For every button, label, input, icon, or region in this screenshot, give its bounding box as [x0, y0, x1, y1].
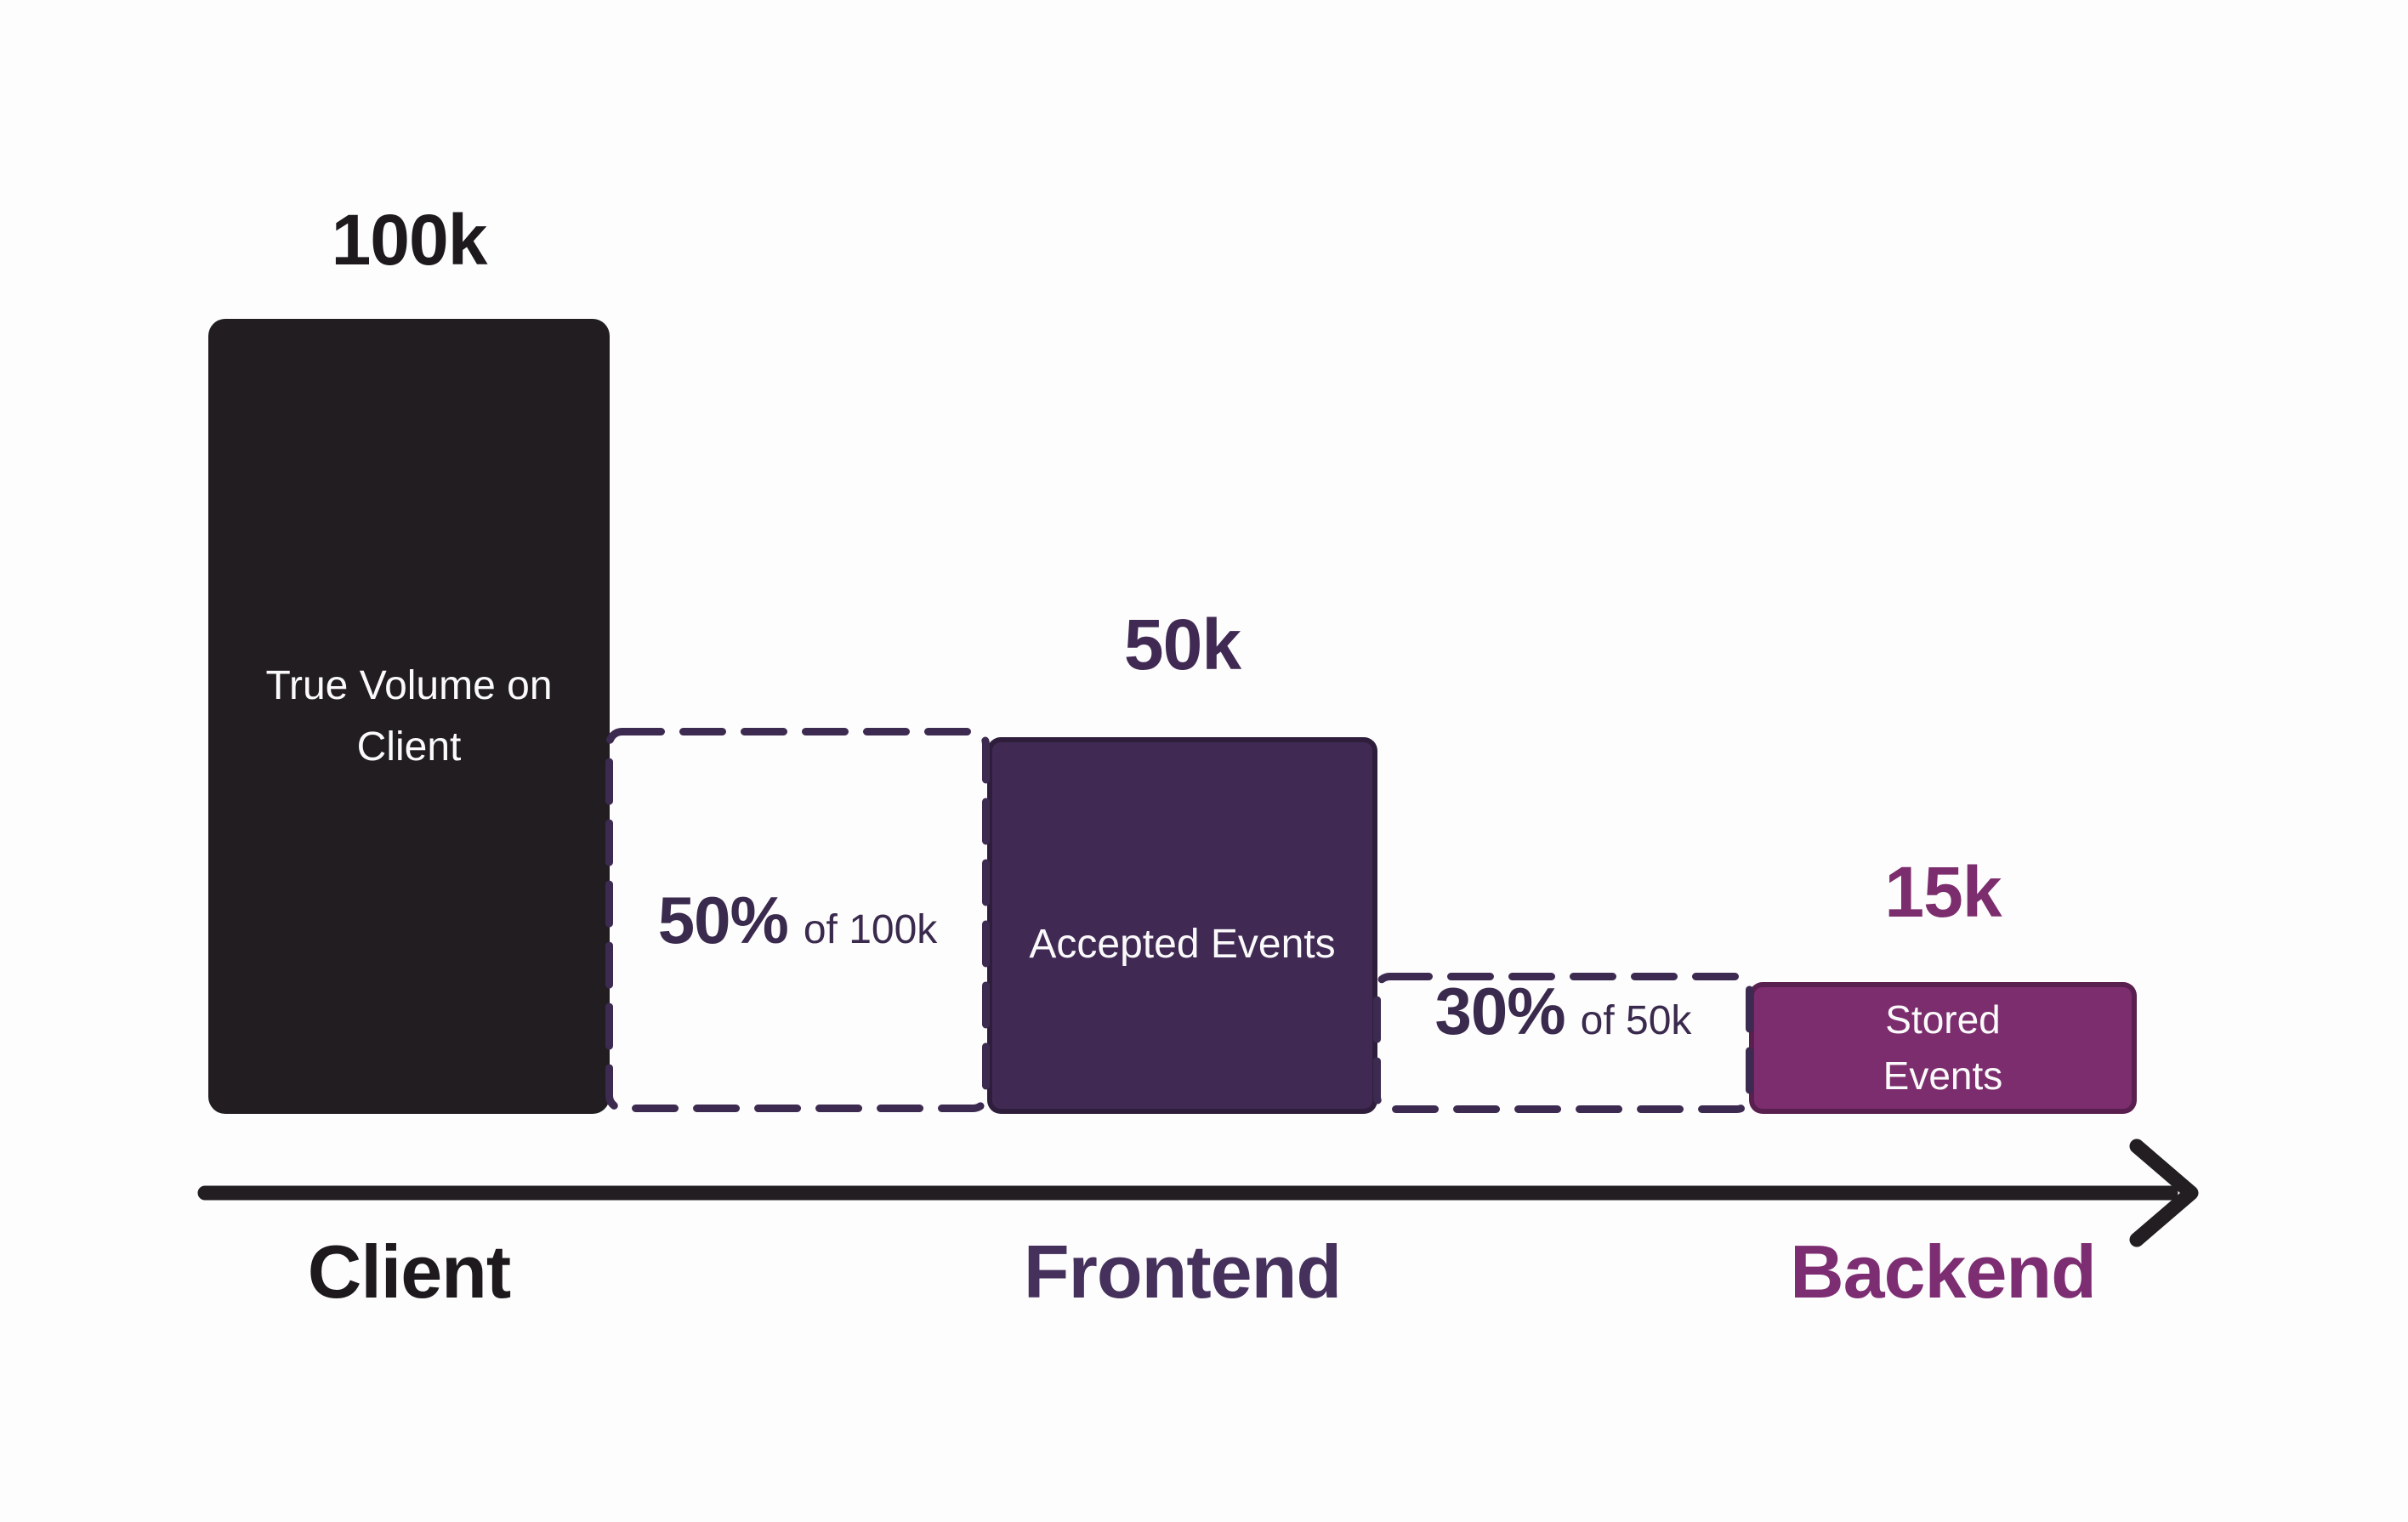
transition-1-of: of 100k [803, 906, 938, 952]
backend-stored-bar: Stored Events [1749, 982, 2137, 1114]
transition-2-text: 30% of 50k [1435, 973, 1692, 1050]
frontend-bar-label: Accepted Events [1029, 921, 1336, 967]
client-bar-label: True Volume on Client [265, 663, 553, 770]
transition-frontend-backend: 30% of 50k [1373, 973, 1753, 1113]
transition-2-percent: 30% [1434, 974, 1566, 1048]
transition-2-of: of 50k [1580, 998, 1692, 1043]
transition-1-percent: 50% [657, 882, 789, 957]
frontend-accepted-bar: Accepted Events [987, 737, 1377, 1114]
transition-client-frontend: 50% of 100k [605, 728, 990, 1112]
client-volume-bar: True Volume on Client [208, 319, 610, 1114]
backend-value-label: 15k [1884, 852, 2002, 932]
transition-1-text: 50% of 100k [658, 882, 938, 959]
backend-bar-label: Stored Events [1883, 997, 2003, 1098]
dashed-drop-box-client-frontend [605, 728, 990, 1112]
frontend-value-label: 50k [1123, 605, 1241, 684]
axis-label-frontend: Frontend [1023, 1230, 1342, 1314]
axis-label-backend: Backend [1790, 1230, 2097, 1314]
axis-label-client: Client [307, 1230, 511, 1314]
client-value-label: 100k [331, 200, 488, 280]
